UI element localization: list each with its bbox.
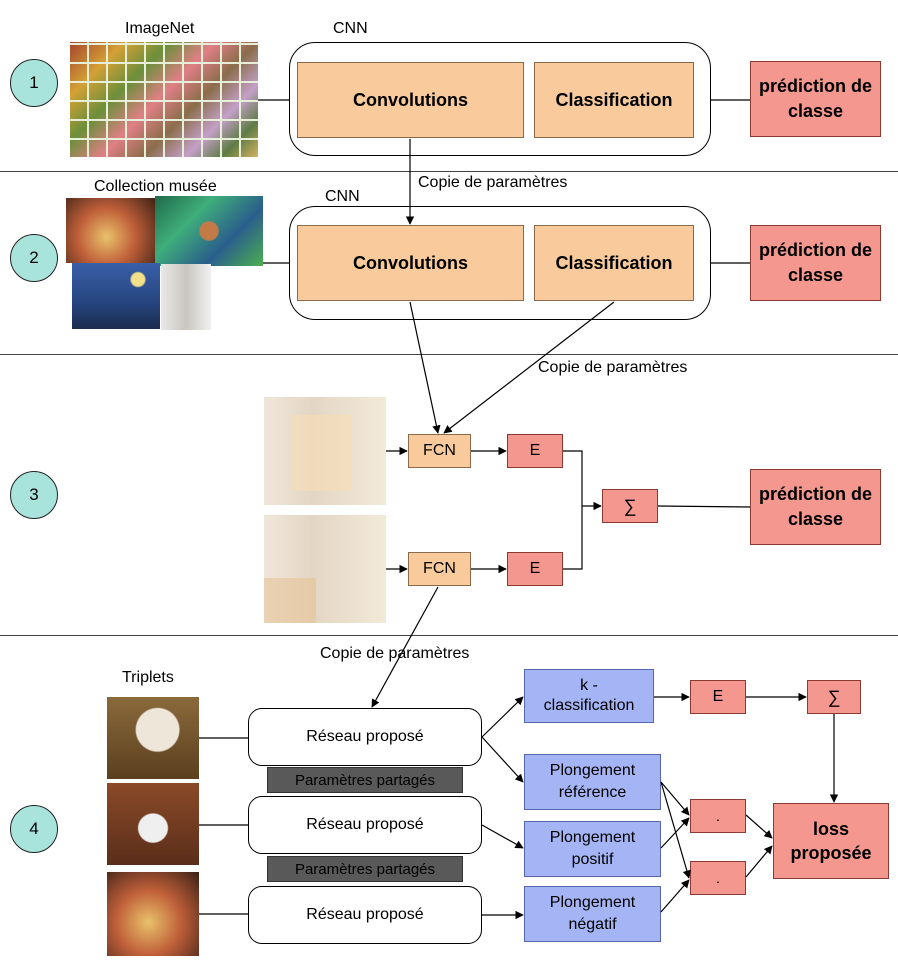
embedding-reference-box: Plongement référence — [524, 754, 661, 810]
proposed-network-3: Réseau proposé — [248, 886, 482, 944]
shared-params-bar-1: Paramètres partagés — [267, 767, 463, 793]
arrow-net1-ref — [481, 736, 524, 783]
e-box-bottom: E — [507, 552, 563, 586]
step-number: 1 — [29, 73, 39, 92]
cnn-label-2: CNN — [325, 188, 360, 205]
e-box-top: E — [507, 434, 563, 468]
proposed-network-2: Réseau proposé — [248, 796, 482, 854]
line-e-to-sum — [563, 450, 583, 570]
venus-head-crop-highlight-2 — [264, 578, 316, 623]
triplet-anchor-image — [107, 697, 199, 779]
arrow-fcn-network — [371, 586, 439, 708]
sum-box-4: ∑ — [807, 680, 861, 714]
step-number: 2 — [29, 248, 39, 267]
proposed-network-1: Réseau proposé — [248, 708, 482, 766]
arrow-pos-dot1 — [660, 817, 690, 849]
dot-product-box-2: . — [690, 861, 746, 895]
copy-params-label-2: Copie de paramètres — [538, 359, 688, 376]
k-classification-box: k - classification — [524, 669, 654, 723]
arrow-ref-dot2 — [660, 781, 691, 879]
arrow-classif2-fcn — [443, 301, 615, 434]
imagenet-label: ImageNet — [125, 20, 195, 37]
separator-1 — [0, 171, 898, 172]
step-3-circle: 3 — [10, 471, 58, 519]
step-2-circle: 2 — [10, 234, 58, 282]
classification-box-1: Classification — [534, 62, 694, 138]
painting-tree-image — [66, 198, 156, 263]
separator-3 — [0, 635, 898, 636]
triplet-negative-image — [107, 872, 199, 956]
arrow-dot2-loss — [745, 845, 773, 878]
convolutions-box-2: Convolutions — [297, 225, 524, 301]
separator-2 — [0, 354, 898, 355]
arrow-dot1-loss — [745, 814, 773, 839]
step-number: 4 — [29, 819, 39, 838]
copy-params-label-1: Copie de paramètres — [418, 174, 568, 191]
sum-box-3: ∑ — [602, 489, 658, 523]
triplets-label: Triplets — [122, 669, 174, 686]
classification-box-2: Classification — [534, 225, 694, 301]
arrow-conv2-fcn — [409, 301, 441, 434]
arrow-neg-dot2 — [660, 879, 690, 913]
embedding-positive-box: Plongement positif — [524, 821, 661, 877]
painting-dog-image — [155, 196, 263, 266]
shared-params-bar-2: Paramètres partagés — [267, 856, 463, 882]
venus-head-crop-highlight-1 — [292, 415, 352, 491]
copy-params-label-3: Copie de paramètres — [320, 645, 470, 662]
triplet-positive-image — [107, 783, 199, 865]
e-box-4: E — [690, 680, 746, 714]
fcn-box-bottom: FCN — [408, 552, 471, 586]
arrow-net2-pos — [481, 824, 524, 849]
painting-starry-night-image — [72, 263, 160, 329]
step-4-circle: 4 — [10, 805, 58, 853]
cnn-label-1: CNN — [333, 20, 368, 37]
arrow-ref-dot1 — [660, 781, 690, 816]
statue-david-image — [161, 264, 211, 330]
prediction-box-1: prédiction de classe — [750, 61, 881, 137]
line-sum-pred — [657, 505, 751, 508]
convolutions-box-1: Convolutions — [297, 62, 524, 138]
step-1-circle: 1 — [10, 59, 58, 107]
imagenet-mosaic-image — [70, 42, 258, 157]
prediction-box-3: prédiction de classe — [750, 469, 881, 545]
museum-collection-label: Collection musée — [94, 178, 217, 195]
dot-product-box-1: . — [690, 799, 746, 833]
prediction-box-2: prédiction de classe — [750, 225, 881, 301]
fcn-box-top: FCN — [408, 434, 471, 468]
loss-box: loss proposée — [773, 803, 889, 879]
arrow-net1-kclass — [481, 696, 524, 738]
embedding-negative-box: Plongement négatif — [524, 886, 661, 942]
step-number: 3 — [29, 485, 39, 504]
